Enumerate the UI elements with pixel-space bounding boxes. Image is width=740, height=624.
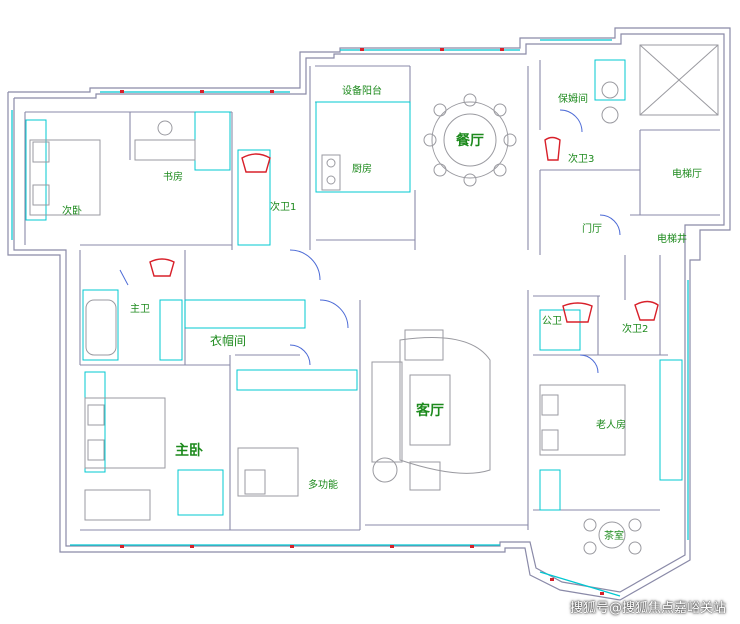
- sockets: [120, 48, 604, 595]
- master-bedroom-label: 主卧: [175, 443, 203, 459]
- multi-function-room-label: 多功能: [308, 480, 338, 491]
- nanny-room-label: 保姆间: [558, 94, 588, 105]
- doors: [119, 109, 621, 374]
- equipment-balcony-label: 设备阳台: [342, 86, 382, 97]
- tea-room-label: 茶室: [604, 531, 624, 542]
- fixtures: [25, 59, 683, 516]
- elevator-shaft-label: 电梯井: [657, 234, 687, 245]
- living-room-label: 客厅: [416, 403, 444, 419]
- elder-room-label: 老人房: [596, 420, 626, 431]
- dining-room-label: 餐厅: [456, 133, 484, 149]
- public-bath-label: 公卫: [542, 316, 562, 327]
- toilets: [149, 136, 659, 323]
- elevator-hall-label: 电梯厅: [672, 169, 702, 180]
- interior-walls: [24, 60, 720, 531]
- foyer-label: 门厅: [582, 224, 602, 235]
- second-bath-1-label: 次卫1: [270, 202, 297, 213]
- exterior-walls: [7, 27, 731, 601]
- second-bath-2-label: 次卫2: [622, 324, 649, 335]
- study-label: 书房: [163, 172, 183, 183]
- cloakroom-label: 衣帽间: [210, 334, 247, 348]
- kitchen-label: 厨房: [352, 164, 372, 175]
- second-bedroom-label: 次卧: [62, 206, 82, 217]
- furniture: [29, 44, 719, 555]
- master-bath-label: 主卫: [130, 304, 150, 315]
- watermark: 搜狐号@搜狐焦点嘉峪关站: [569, 601, 726, 616]
- windows: [11, 39, 689, 597]
- second-bath-3-label: 次卫3: [568, 154, 595, 165]
